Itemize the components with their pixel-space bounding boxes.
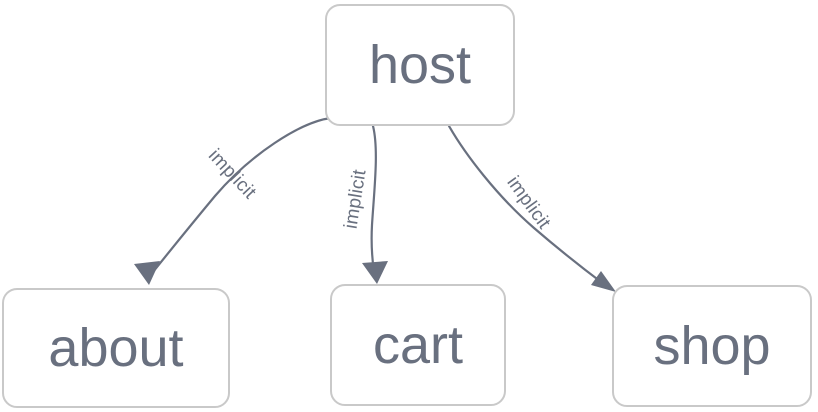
node-shop[interactable]: shop xyxy=(612,285,812,407)
node-cart[interactable]: cart xyxy=(330,284,506,406)
edge-host-shop-path xyxy=(447,124,607,287)
edge-host-about-label: implicit xyxy=(204,145,260,203)
edge-host-cart[interactable]: implicit xyxy=(341,124,388,284)
edge-host-about[interactable]: implicit xyxy=(134,116,333,285)
edge-host-about-path xyxy=(147,116,333,279)
node-shop-label: shop xyxy=(653,316,771,376)
edge-host-cart-label: implicit xyxy=(341,168,371,231)
node-cart-label: cart xyxy=(372,315,464,375)
edge-host-cart-arrowhead-icon xyxy=(362,261,388,284)
node-about[interactable]: about xyxy=(2,288,230,408)
edge-host-shop[interactable]: implicit xyxy=(447,124,616,292)
node-host-label: host xyxy=(368,35,472,95)
edge-host-about-arrowhead-icon xyxy=(134,261,160,285)
edge-host-cart-path xyxy=(370,124,377,274)
edge-host-shop-arrowhead-icon xyxy=(591,271,616,292)
node-about-label: about xyxy=(48,318,184,378)
node-host[interactable]: host xyxy=(325,4,515,126)
